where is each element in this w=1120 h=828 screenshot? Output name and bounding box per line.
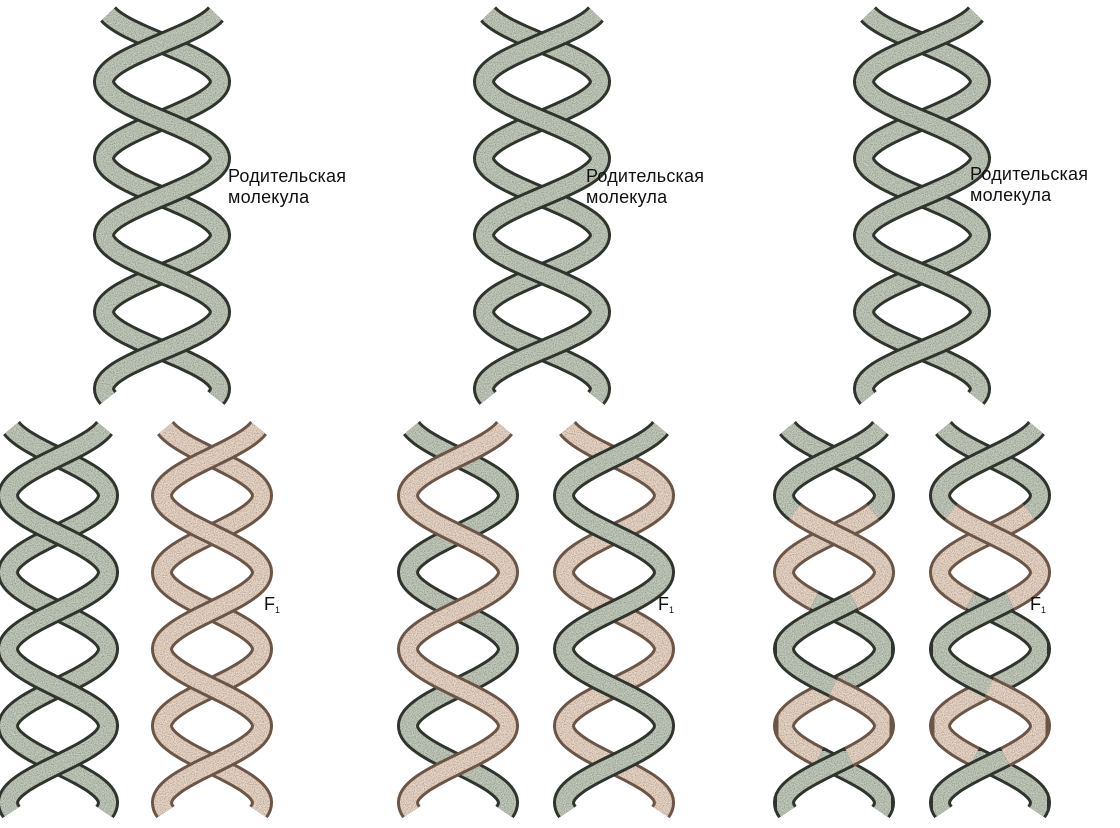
f1-molecule-2-2 <box>564 428 664 812</box>
generation-label-1: F1 <box>264 594 280 615</box>
parent-molecule-label-1: Родительская молекула <box>228 166 346 208</box>
parent-molecule-1 <box>104 14 220 398</box>
strand-body <box>989 687 1040 759</box>
parent-molecule-label-2: Родительская молекула <box>586 166 704 208</box>
generation-sub: 1 <box>275 605 280 615</box>
parent-label-line1: Родительская <box>970 164 1088 185</box>
parent-label-line2: молекула <box>970 185 1088 206</box>
generation-label-2: F1 <box>658 594 674 615</box>
f1-molecule-1-1 <box>8 428 108 812</box>
generation-label-3: F1 <box>1030 594 1046 615</box>
parent-label-line2: молекула <box>228 187 346 208</box>
f1-molecule-1-2 <box>162 428 262 812</box>
generation-letter: F <box>1030 594 1041 614</box>
generation-sub: 1 <box>1041 605 1046 615</box>
generation-sub: 1 <box>669 605 674 615</box>
strand-body <box>940 687 991 759</box>
strand-body <box>784 687 835 759</box>
parent-molecule-label-3: Родительская молекула <box>970 164 1088 206</box>
generation-letter: F <box>264 594 275 614</box>
parent-molecule-2 <box>484 14 600 398</box>
generation-letter: F <box>658 594 669 614</box>
f1-molecule-3-1 <box>784 428 884 812</box>
parent-label-line1: Родительская <box>228 166 346 187</box>
parent-label-line2: молекула <box>586 187 704 208</box>
strand-body <box>833 687 884 759</box>
f1-molecule-3-2 <box>940 428 1040 812</box>
f1-molecule-2-1 <box>408 428 508 812</box>
parent-molecule-3 <box>864 14 980 398</box>
parent-label-line1: Родительская <box>586 166 704 187</box>
